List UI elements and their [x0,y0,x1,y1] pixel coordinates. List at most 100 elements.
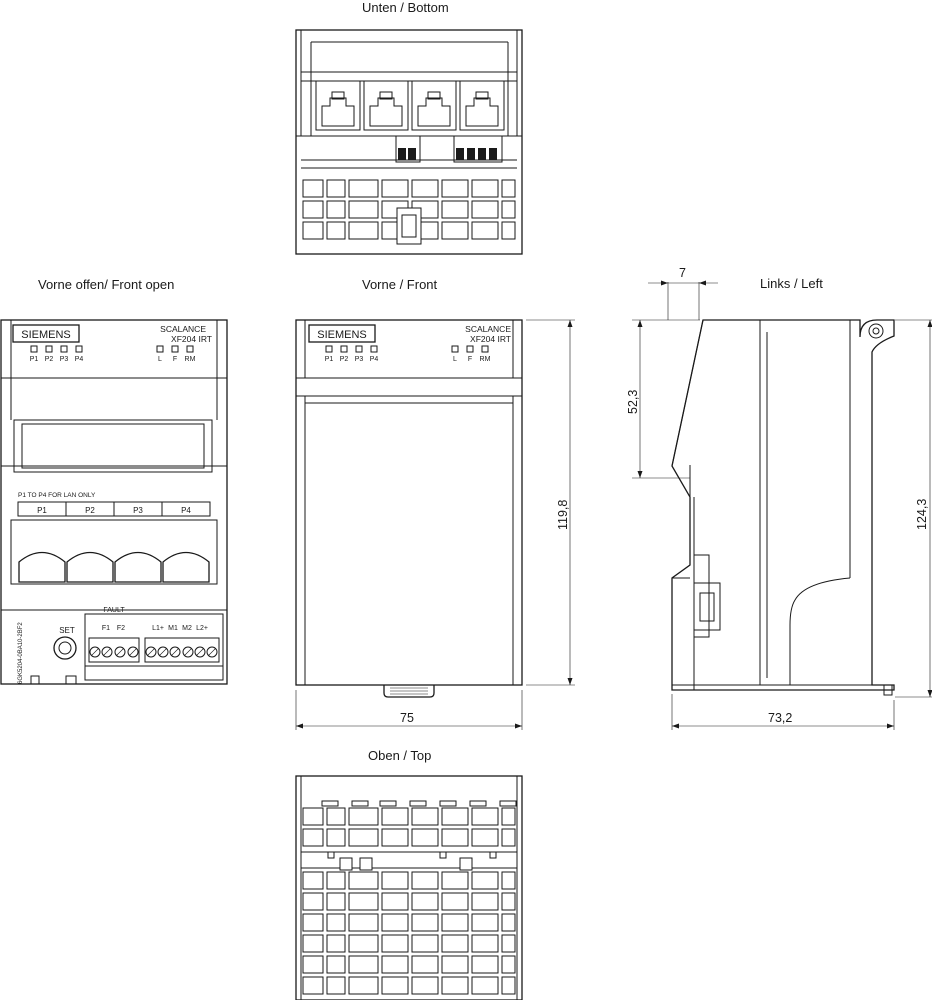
order-number: 6GK5204-0BA10-2BF2 [18,622,24,684]
port-led-label: P1 [30,356,39,363]
model-line2-open: XF204 IRT [171,334,212,344]
terminal-screw [182,646,194,658]
vent-slot [471,913,499,932]
terminal-label: F1 [102,625,110,632]
vent-slot [326,913,346,932]
vent-slot [302,913,324,932]
terminal-pin [398,148,406,160]
vent-slot [381,871,409,890]
screw-slot [91,648,99,656]
terminal-screw [89,646,101,658]
dim-front-width: 75 [400,711,414,725]
vent-slot [501,828,516,847]
port-label: P3 [133,506,143,515]
vent-slot [381,828,409,847]
vent-slot [381,913,409,932]
vent-slot [326,955,346,974]
terminal-block [144,637,220,663]
vent-slot [348,976,379,995]
lan-note: P1 TO P4 FOR LAN ONLY [18,492,96,499]
terminal-pin [478,148,486,160]
set-button[interactable] [53,636,77,660]
screw-slot [184,648,192,656]
terminal-screw [206,646,218,658]
vent-slot [471,871,499,890]
rj45-latch [427,91,441,100]
vent-slot [441,200,469,219]
vent-slot [326,934,346,953]
vent-slot [441,934,469,953]
vent-slot [348,955,379,974]
rj45-port [162,551,210,583]
status-led [466,345,474,353]
status-led [451,345,459,353]
vent-slot [441,807,469,826]
brand-text-open: SIEMENS [21,329,71,341]
top-lug [359,857,373,871]
vent-slot [302,221,324,240]
vent-slot [441,221,469,240]
rj45-port [114,551,162,583]
vent-slot [501,892,516,911]
port-led [340,345,348,353]
vent-slot [471,221,499,240]
vent-slot [471,976,499,995]
vent-slot [302,807,324,826]
vent-slot [302,955,324,974]
screw-slot [159,648,167,656]
rj45-port [18,551,66,583]
terminal-screw [157,646,169,658]
rj45-outline [321,97,355,127]
status-led [171,345,179,353]
vent-slot [411,179,439,198]
terminal-screw [169,646,181,658]
view-title-top: Oben / Top [368,748,432,763]
dim-left-offset: 7 [679,266,686,280]
dim-left-depth: 73,2 [768,711,793,725]
vent-slot [381,976,409,995]
vent-slot [326,179,346,198]
terminal-screw [127,646,139,658]
top-lug [459,857,473,871]
view-title-front-open: Vorne offen/ Front open [38,277,175,292]
vent-slot [348,807,379,826]
vent-slot [501,871,516,890]
status-led [156,345,164,353]
port-led [30,345,38,353]
rj45-port [66,551,114,583]
vent-slot [348,200,379,219]
vent-slot [471,807,499,826]
vent-slot [411,934,439,953]
vent-slot [348,913,379,932]
rj45-outline [369,97,403,127]
vent-slot [411,913,439,932]
model-line2-front: XF204 IRT [470,334,511,344]
top-notch [489,851,497,859]
top-view [295,775,523,1000]
set-label: SET [59,626,75,635]
rj45-socket [459,80,505,131]
port-led-label: P4 [370,356,379,363]
port-led [60,345,68,353]
terminal-pin [408,148,416,160]
top-tab [321,800,339,807]
vent-slot [441,892,469,911]
vent-slot [501,221,516,240]
vent-slot [302,934,324,953]
screw-slot [196,648,204,656]
vent-slot [326,807,346,826]
port-led [355,345,363,353]
top-tab [351,800,369,807]
terminal-label: M1 [168,625,178,632]
status-led-label: RM [185,356,196,363]
rj45-outline [417,97,451,127]
vent-slot [411,871,439,890]
screw-slot [171,648,179,656]
terminal-plug [453,135,503,163]
terminal-screw [101,646,113,658]
vent-slot [501,179,516,198]
model-line1-front: SCALANCE [465,324,511,334]
